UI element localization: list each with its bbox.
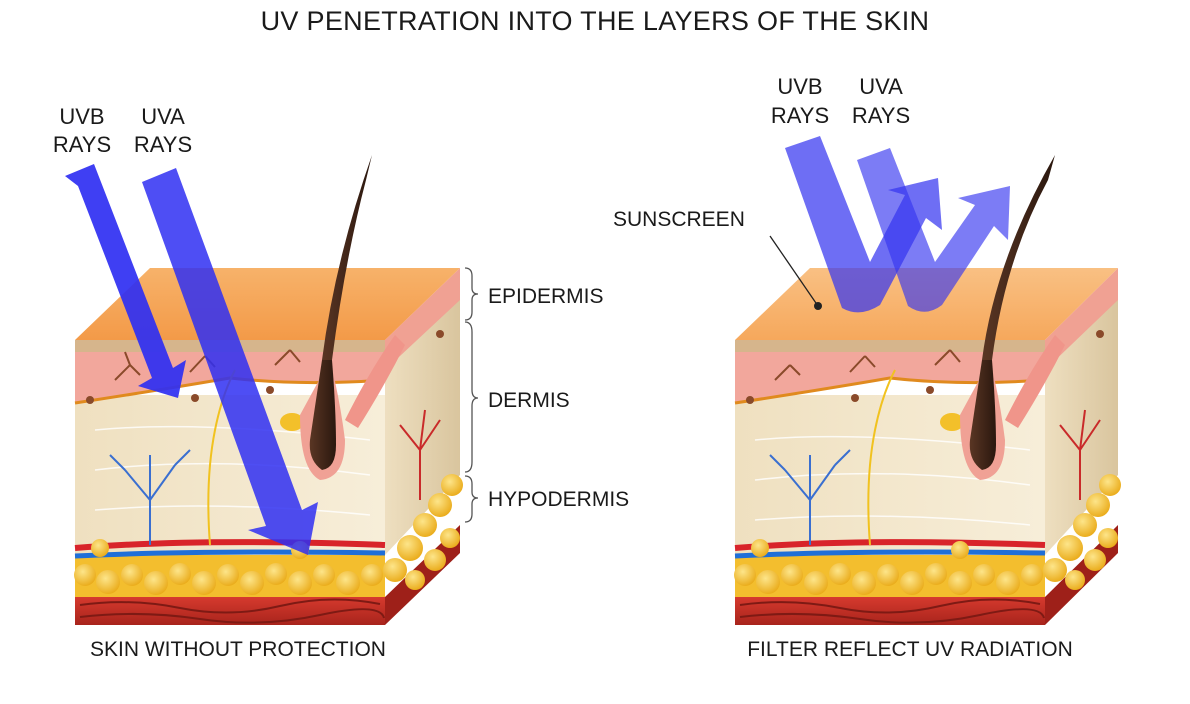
right-hair bbox=[969, 360, 996, 470]
left-melanocytes bbox=[86, 330, 444, 404]
hypodermis-label: HYPODERMIS bbox=[488, 488, 629, 511]
page-title: UV PENETRATION INTO THE LAYERS OF THE SK… bbox=[261, 6, 930, 36]
layer-brackets bbox=[464, 267, 479, 523]
left-uva-label-line1: UVA bbox=[141, 104, 185, 129]
left-uvb-label-line2: RAYS bbox=[53, 132, 111, 157]
right-uva-label-line1: UVA bbox=[859, 74, 903, 99]
right-uva-label-line2: RAYS bbox=[852, 103, 910, 128]
left-uvb-label-line1: UVB bbox=[59, 104, 104, 129]
left-uva-label-line2: RAYS bbox=[134, 132, 192, 157]
left-uv-rays bbox=[65, 164, 318, 555]
left-uva-ray bbox=[142, 168, 318, 555]
epidermis-label: EPIDERMIS bbox=[488, 285, 604, 308]
right-uvb-ray-reflected bbox=[785, 136, 942, 313]
left-hair bbox=[309, 360, 336, 470]
right-caption: FILTER REFLECT UV RADIATION bbox=[747, 638, 1073, 661]
left-caption: SKIN WITHOUT PROTECTION bbox=[90, 638, 386, 661]
epidermis-bracket bbox=[464, 267, 479, 321]
left-capillaries bbox=[109, 449, 191, 545]
hypodermis-bracket bbox=[464, 475, 479, 523]
sunscreen-pointer-dot bbox=[814, 302, 822, 310]
left-skin-surface bbox=[75, 268, 460, 340]
dermis-label: DERMIS bbox=[488, 389, 570, 412]
right-uvb-label-line1: UVB bbox=[777, 74, 822, 99]
dermis-bracket bbox=[464, 321, 479, 473]
right-uva-ray-reflected bbox=[857, 148, 1010, 312]
left-vein bbox=[74, 549, 386, 559]
right-uvb-label-line2: RAYS bbox=[771, 103, 829, 128]
sunscreen-label: SUNSCREEN bbox=[613, 208, 745, 231]
right-skin-block bbox=[734, 155, 1121, 625]
right-uv-rays bbox=[785, 136, 1010, 313]
left-fat-globules bbox=[74, 474, 463, 595]
left-skin-block bbox=[74, 155, 463, 625]
left-uvb-ray bbox=[65, 164, 186, 398]
left-arrector-muscle bbox=[345, 335, 405, 428]
sunscreen-pointer-line bbox=[769, 235, 819, 307]
